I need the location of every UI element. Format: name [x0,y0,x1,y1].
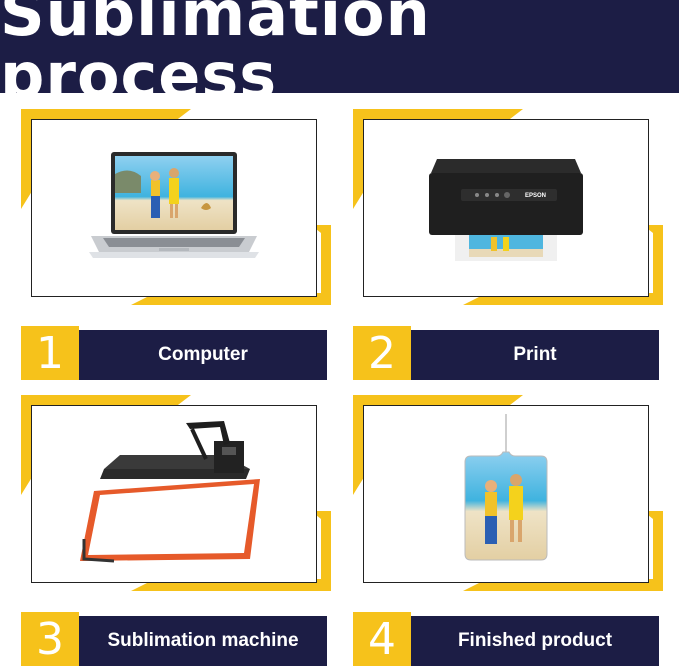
step-3-number: 3 [21,612,79,666]
step-1-title: Computer [79,330,327,380]
page-title: Sublimation process [0,0,431,112]
printer-icon: EPSON [429,159,583,261]
air-freshener-icon [464,414,548,561]
step-3-title: Sublimation machine [79,616,327,666]
step-3-panel [21,395,331,591]
heat-press-icon [80,421,260,563]
step-2-title: Print [411,330,659,380]
step-2-label: 2 Print [353,326,659,380]
step-3-image-frame [31,405,317,583]
step-4-image-frame [363,405,649,583]
step-4-label: 4 Finished product [353,612,659,666]
step-4-title: Finished product [411,616,659,666]
step-1-panel [21,109,331,305]
step-1-number: 1 [21,326,79,380]
page-header: Sublimation process [0,0,679,106]
step-1-label: 1 Computer [21,326,327,380]
printer-brand: EPSON [525,193,546,199]
step-1-image-frame [31,119,317,297]
step-4-panel [353,395,663,591]
step-2-number: 2 [353,326,411,380]
step-3-label: 3 Sublimation machine [21,612,327,666]
step-2-image-frame: EPSON [363,119,649,297]
step-2-panel: EPSON [353,109,663,305]
laptop-icon [89,152,259,258]
step-4-number: 4 [353,612,411,666]
